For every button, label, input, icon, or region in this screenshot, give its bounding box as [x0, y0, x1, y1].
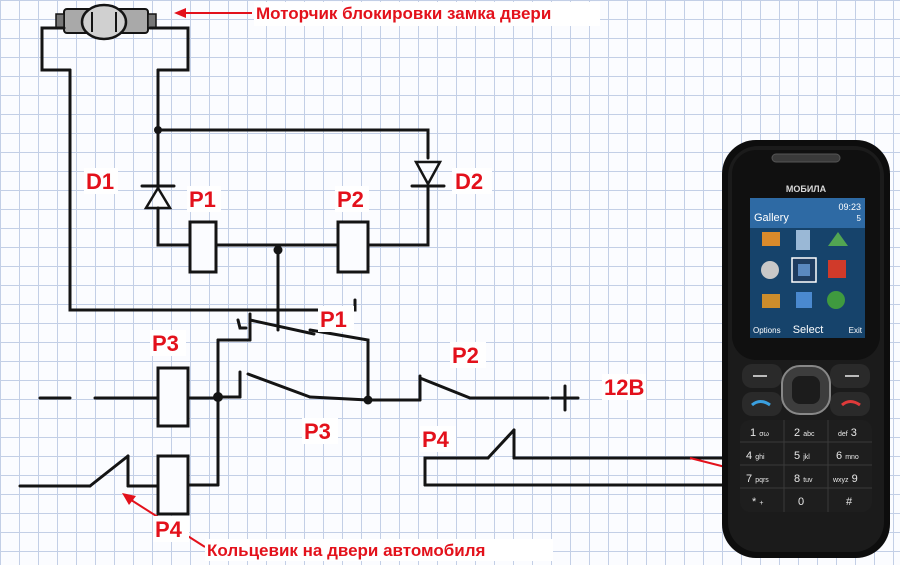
label-p2-contact: P2 — [452, 343, 479, 368]
relay-coil-p1 — [188, 220, 218, 274]
phone-brand: МОБИЛА — [786, 184, 827, 194]
diode-d1 — [140, 176, 176, 220]
motor-annotation: Моторчик блокировки замка двери — [256, 4, 551, 23]
mobile-phone: МОБИЛА Gallery 09:23 5 Options Select Ex… — [722, 140, 890, 558]
nav-center-key — [792, 376, 820, 404]
door-switch-annotation: Кольцевик на двери автомобиля — [207, 541, 485, 560]
label-p2-coil: P2 — [337, 187, 364, 212]
web-icon — [827, 291, 845, 309]
softkey-right: Exit — [849, 326, 863, 335]
music-icon — [761, 261, 779, 279]
key-7: 7 pqrs — [746, 473, 769, 485]
key-6: 6 mno — [836, 450, 859, 462]
media-icon — [828, 260, 846, 278]
label-p4-switch: P4 — [155, 517, 183, 542]
keypad: 1 σω 2 abc def 3 4 ghi 5 jkl 6 mno 7 pqr… — [740, 420, 872, 512]
junction-node — [273, 245, 283, 255]
label-p3-coil: P3 — [152, 331, 179, 356]
key-2: 2 abc — [794, 427, 815, 439]
labels: Моторчик блокировки замка двери D1 P1 P2… — [84, 2, 646, 561]
key-3: def 3 — [838, 427, 857, 439]
relay-contact-p1 — [248, 312, 316, 342]
key-star: * + — [752, 496, 763, 508]
relay-coil-p2 — [336, 220, 370, 274]
softkey-left: Options — [753, 326, 781, 335]
key-0: 0 — [798, 496, 804, 508]
label-p1-contact: P1 — [320, 307, 347, 332]
label-d2: D2 — [455, 169, 483, 194]
settings-icon — [762, 294, 780, 308]
relay-contact-p2 — [418, 374, 472, 402]
label-p4-contact: P4 — [422, 427, 450, 452]
label-p1-coil: P1 — [189, 187, 216, 212]
key-hash: # — [846, 496, 853, 508]
app-grid — [761, 230, 848, 309]
softkey-center: Select — [793, 324, 824, 336]
motor-wiring — [40, 26, 430, 332]
end-call-icon — [841, 400, 861, 407]
diode-d2 — [410, 160, 446, 194]
relay-contact-p4-phone — [486, 428, 516, 460]
door-lock-motor — [55, 3, 157, 41]
key-9: wxyz 9 — [832, 473, 858, 485]
key-1: 1 σω — [750, 427, 770, 439]
relay-contact-p3 — [238, 370, 312, 399]
label-d1: D1 — [86, 169, 114, 194]
supply-plus — [550, 384, 580, 412]
junction-node — [154, 126, 162, 134]
label-12v: 12В — [604, 375, 644, 400]
label-p3-contact: P3 — [304, 419, 331, 444]
relay-coil-p4 — [156, 454, 190, 516]
earpiece — [771, 153, 841, 163]
door-switch-p4 — [88, 454, 130, 488]
key-8: 8 tuv — [794, 473, 813, 485]
messaging-icon — [762, 232, 780, 246]
network-icon — [828, 232, 848, 246]
screen-time: 09:23 — [838, 202, 861, 212]
screen-title: Gallery — [754, 212, 789, 224]
screen-signal: 5 — [857, 214, 862, 223]
apps-icon — [796, 292, 812, 308]
relay-coil-p3 — [156, 366, 190, 428]
call-button — [742, 392, 782, 416]
key-5: 5 jkl — [794, 450, 810, 462]
lower-wiring — [18, 318, 750, 488]
key-4: 4 ghi — [746, 450, 765, 462]
end-call-button — [830, 392, 870, 416]
call-icon — [751, 400, 771, 407]
contacts-icon — [796, 230, 810, 250]
